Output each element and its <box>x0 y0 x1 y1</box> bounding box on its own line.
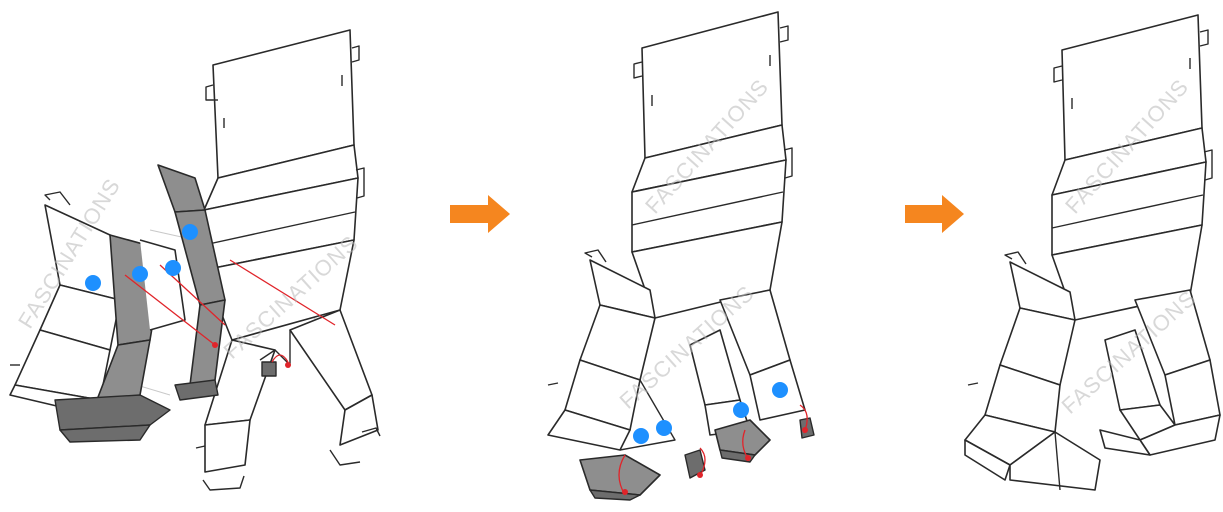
step-2-markers <box>633 382 788 444</box>
step-2-front-leg <box>547 249 676 451</box>
step-1-markers <box>85 224 198 291</box>
marker-dot <box>633 428 649 444</box>
step-3-figure: FASCINATIONS FASCINATIONS <box>964 14 1221 491</box>
step-3-back-leg <box>1099 289 1221 456</box>
marker-dot <box>85 275 101 291</box>
step-2-figure: FASCINATIONS FASCINATIONS <box>547 11 815 501</box>
step-2-back-leg <box>689 289 806 436</box>
step-1-red-guides <box>124 259 336 368</box>
step-2-red-guides <box>618 404 808 496</box>
marker-dot <box>772 382 788 398</box>
step-1-body <box>195 29 381 491</box>
step-1-gray-leg-b <box>139 164 226 401</box>
marker-dot <box>733 402 749 418</box>
marker-dot <box>656 420 672 436</box>
step-2-body <box>631 11 793 319</box>
step-arrow-1 <box>450 195 510 233</box>
marker-dot <box>182 224 198 240</box>
marker-dot <box>165 260 181 276</box>
step-1-front-leg <box>9 191 121 416</box>
step-3-front-leg <box>964 251 1101 491</box>
step-3-body <box>1051 14 1213 321</box>
marker-dot <box>132 266 148 282</box>
step-arrow-2 <box>905 195 964 233</box>
step-1-figure: FASCINATIONS FASCINATIONS <box>9 29 381 491</box>
